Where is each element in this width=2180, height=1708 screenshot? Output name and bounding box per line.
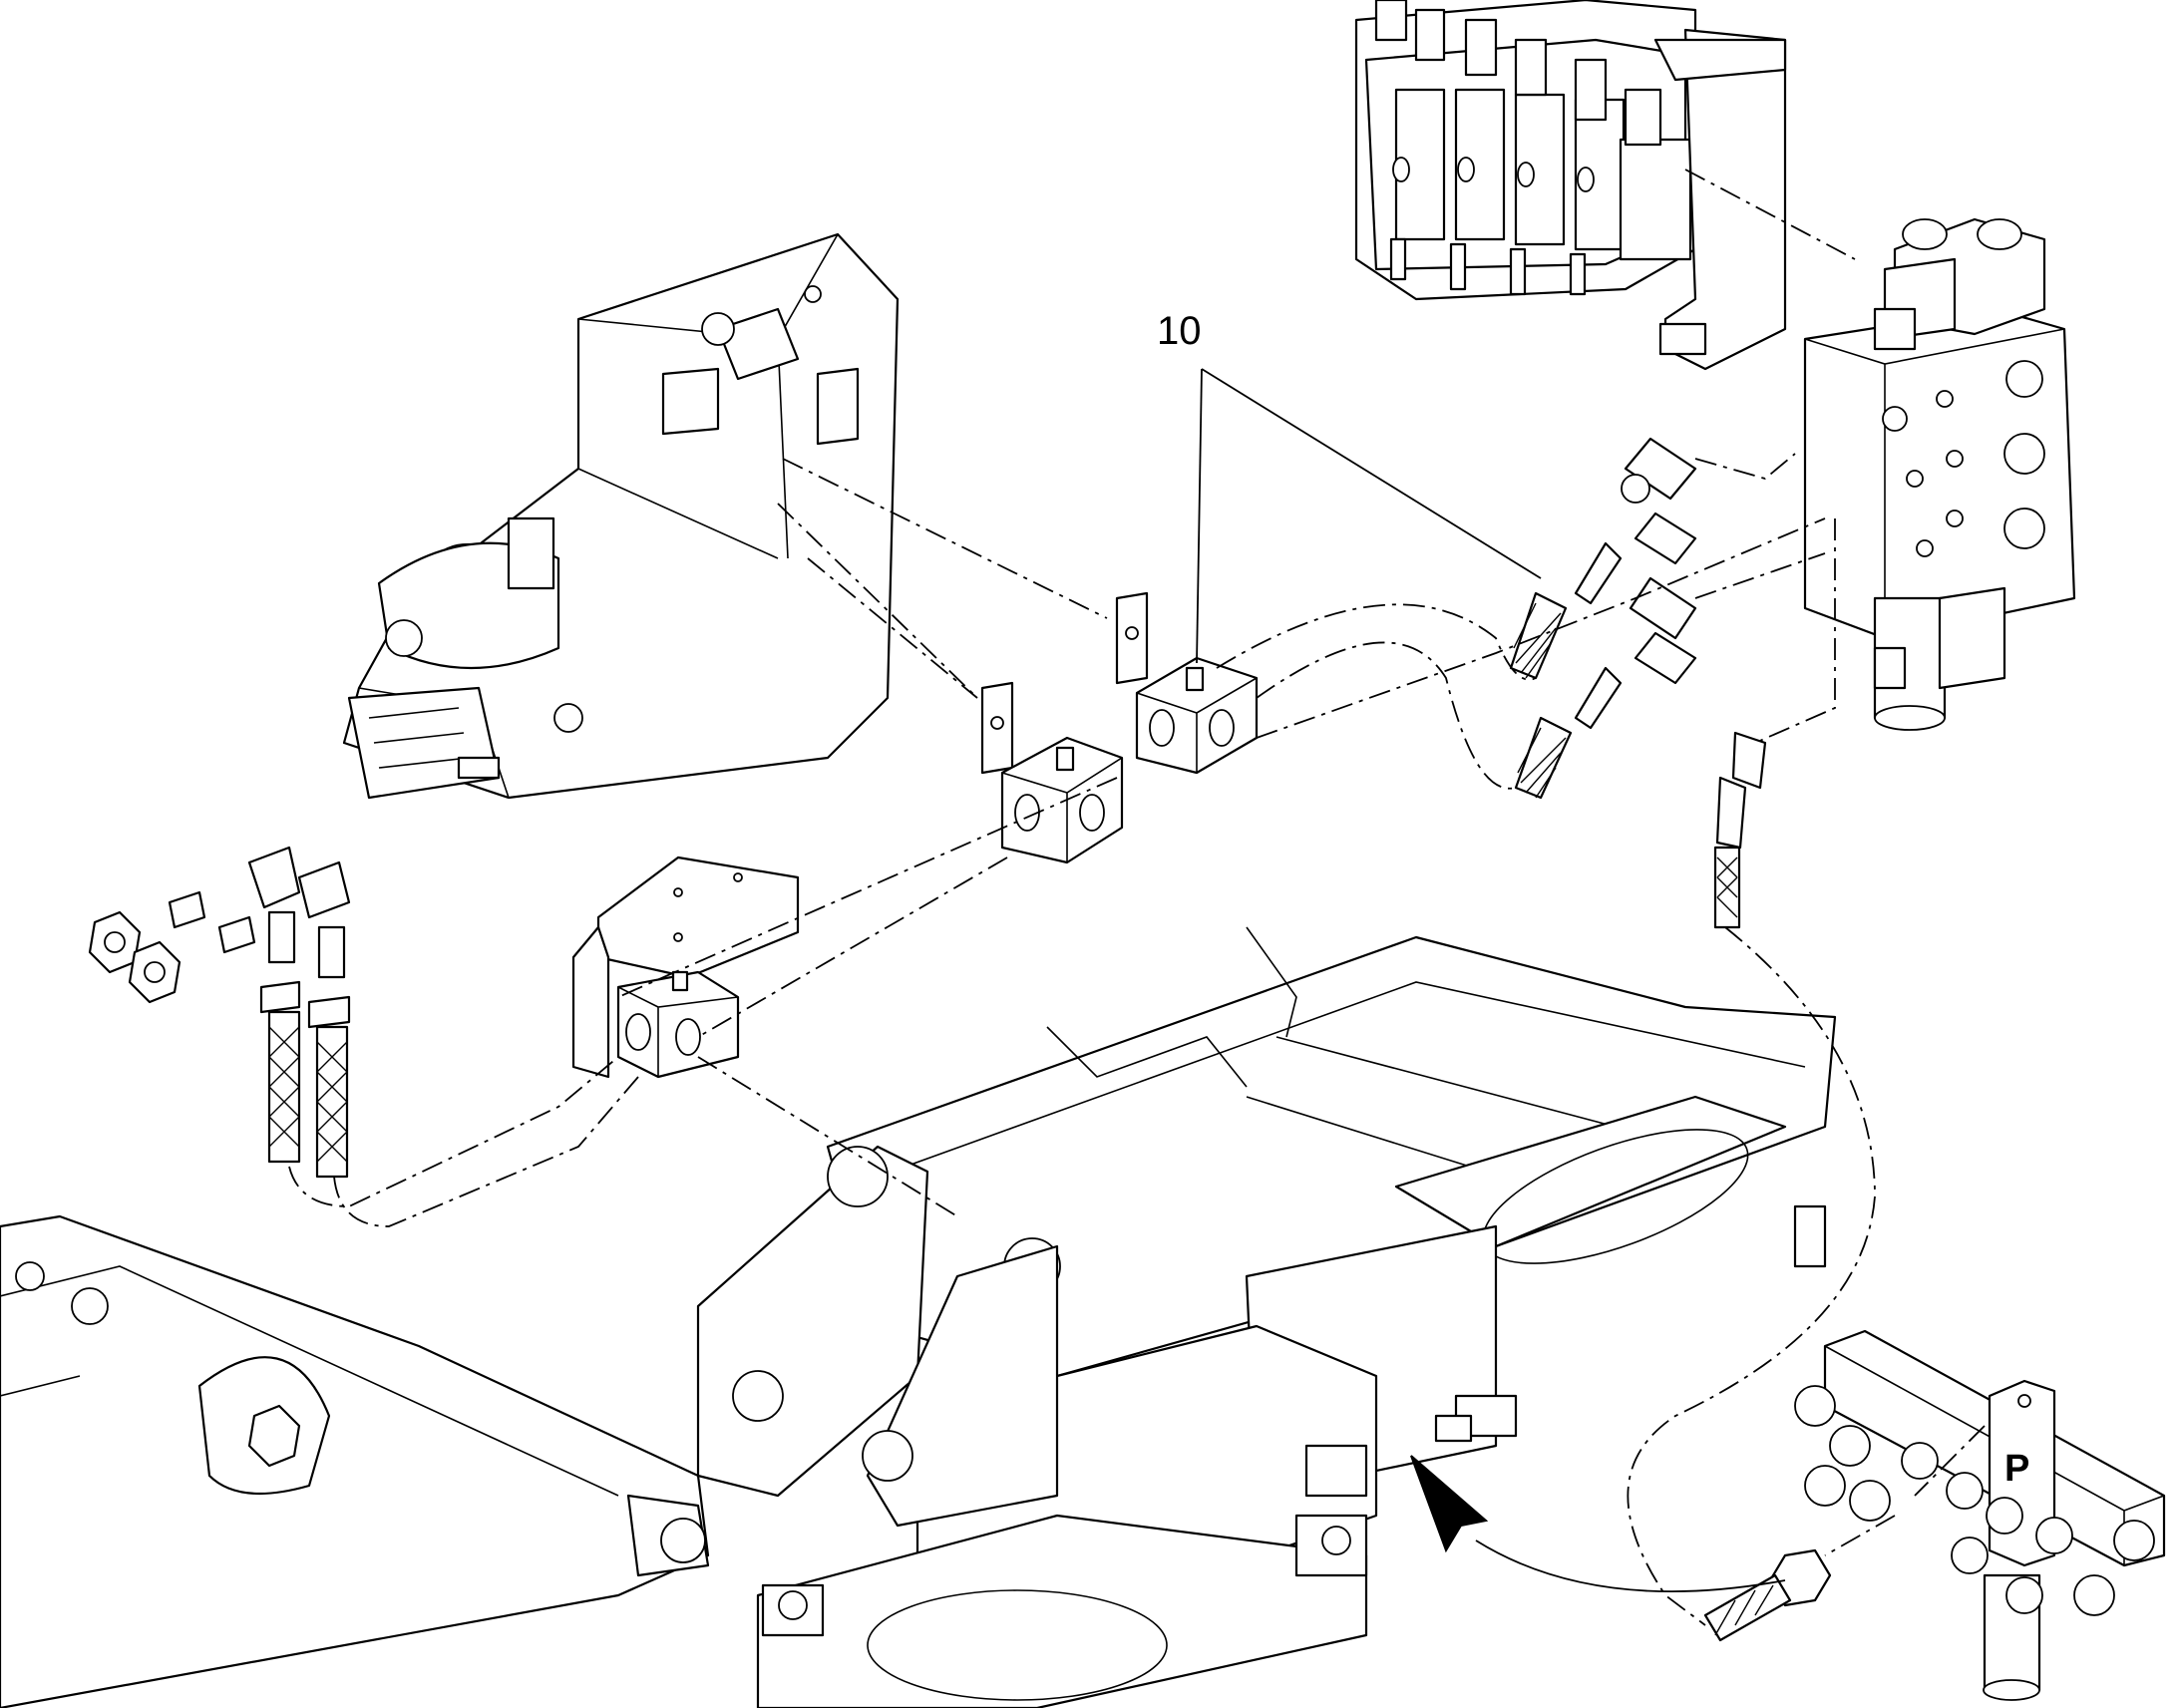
auxiliary-valve-block bbox=[1803, 217, 2076, 731]
clamp-block-lower bbox=[980, 681, 1124, 864]
hose-left-a bbox=[259, 980, 301, 1164]
mounting-bracket-clamp bbox=[571, 855, 800, 1079]
port-label-p: P bbox=[2004, 1448, 2029, 1490]
control-valve-bank bbox=[1354, 0, 1787, 371]
boom bbox=[0, 1214, 710, 1708]
assembly-lines bbox=[288, 169, 1986, 1626]
fittings-left bbox=[88, 846, 351, 1004]
callout-10-leaders bbox=[1196, 368, 1542, 664]
distribution-manifold bbox=[1794, 1329, 2166, 1701]
hose-manifold-inlet bbox=[1703, 1548, 1832, 1642]
callout-10: 10 bbox=[1157, 309, 1202, 353]
clamp-block-upper bbox=[1115, 591, 1259, 775]
assembly-direction-arrow bbox=[1410, 1455, 1786, 1593]
pump-housing bbox=[342, 232, 900, 800]
main-frame bbox=[696, 926, 1837, 1708]
hose-left-b bbox=[307, 995, 351, 1179]
hose-valve-return bbox=[1713, 731, 1767, 929]
